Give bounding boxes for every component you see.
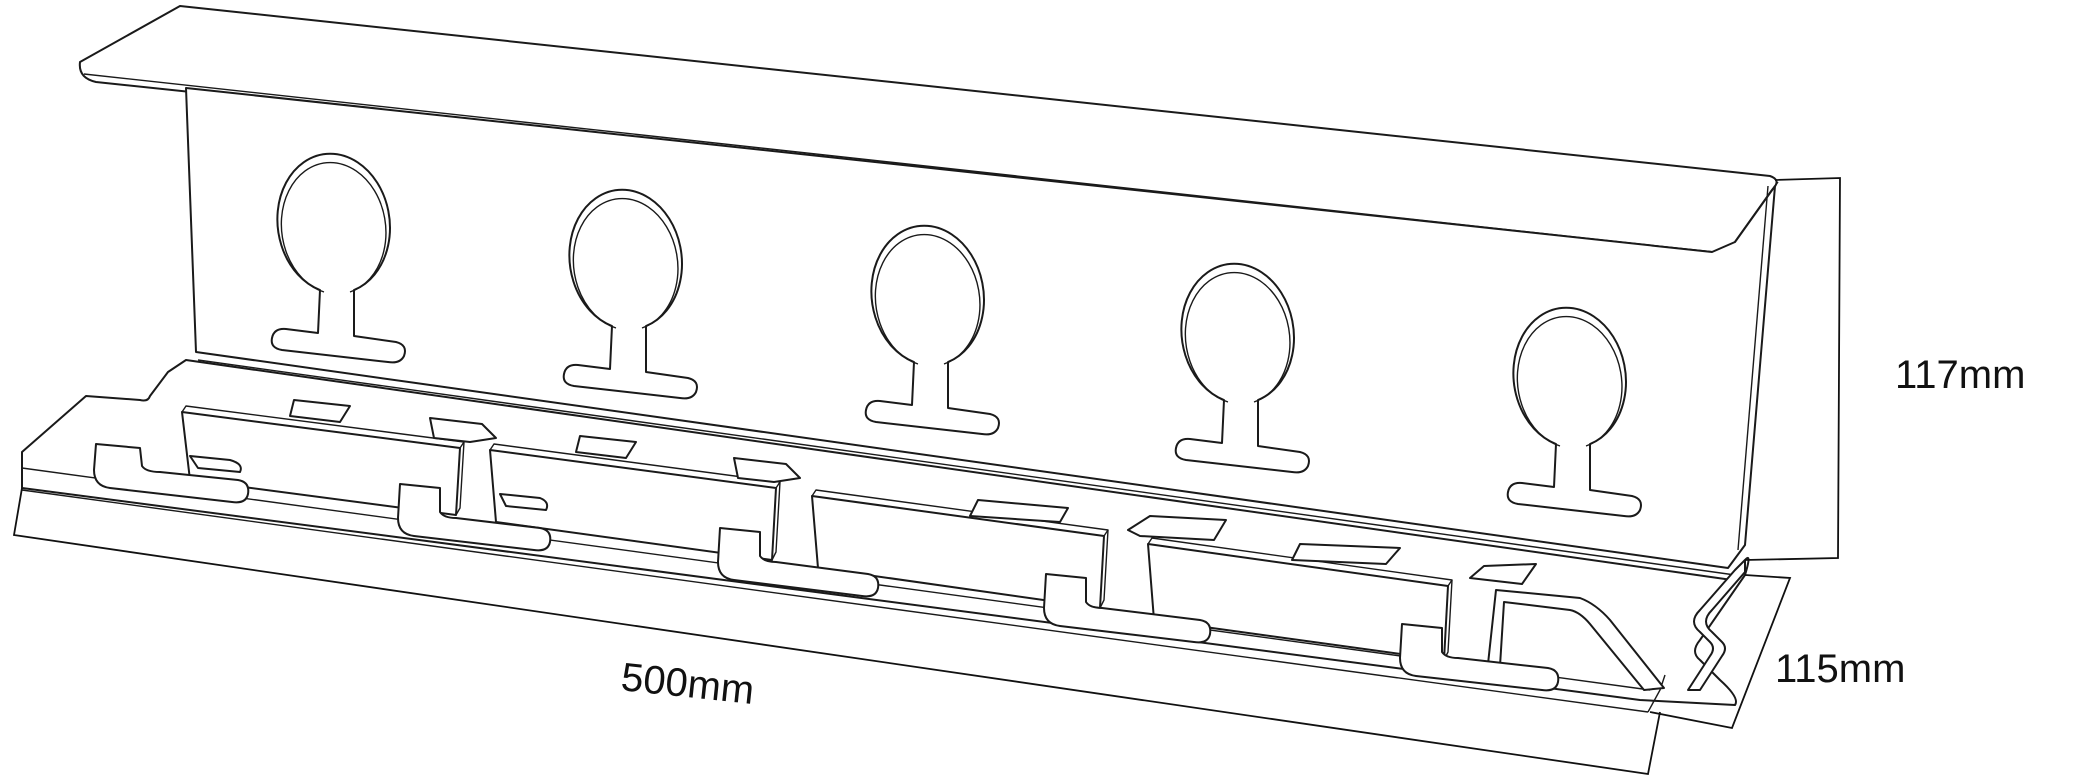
back-wall-right-thickness (1737, 185, 1769, 551)
front-clip-5 (1469, 563, 1665, 691)
keyhole-slot-5 (1506, 306, 1642, 518)
back-wall (185, 87, 1776, 569)
length-dimension-line (12, 487, 1661, 776)
base-right-edge (1647, 674, 1666, 713)
length-dimension-label: 500mm (619, 655, 756, 713)
depth-dimension-line (1649, 574, 1792, 730)
keyhole-slot-3 (864, 224, 1000, 436)
base-slots (93, 443, 1560, 692)
right-flange (1687, 559, 1746, 691)
height-dimension-line (1744, 177, 1841, 561)
front-clip-1 (181, 399, 497, 516)
height-dimension-label: 117mm (1895, 353, 2025, 397)
back-wall-fold-line (197, 359, 1736, 576)
depth-dimension-label: 115mm (1775, 647, 1905, 691)
front-clip-2 (489, 435, 801, 561)
keyhole-slot-4 (1174, 262, 1310, 474)
base-front-edge-bottom (21, 489, 1649, 713)
keyhole-slot-2 (562, 188, 698, 400)
keyhole-slot-1 (270, 152, 406, 364)
front-clip-4 (1127, 515, 1453, 661)
